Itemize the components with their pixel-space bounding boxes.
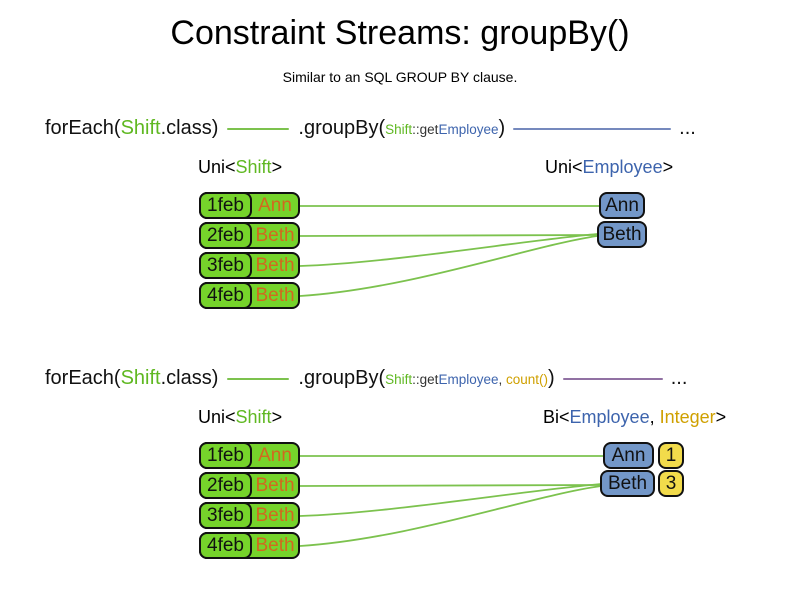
slide-subtitle: Similar to an SQL GROUP BY clause.: [282, 69, 518, 85]
shift-date-cell: 2feb: [199, 472, 252, 499]
code-line-groupby: forEach(Shift.class) .groupBy(Shift::get…: [45, 117, 696, 140]
connector-line: [299, 233, 598, 267]
shift-row: 4feb Beth: [199, 282, 300, 309]
uni-shift-label: Uni<Shift>: [198, 157, 283, 177]
shift-employee-cell: Beth: [255, 284, 295, 306]
arg-getter-token: ::get: [412, 372, 439, 387]
shift-row: 1feb Ann: [199, 442, 300, 469]
shift-date-cell: 4feb: [199, 532, 252, 559]
slide-title: Constraint Streams: groupBy(): [170, 14, 630, 52]
arg-employee-token: Employee: [438, 372, 499, 387]
stream-wire-green: [227, 377, 290, 380]
paren-close-token: ): [498, 117, 506, 139]
groupby-call: .groupBy(: [298, 367, 386, 389]
paren-close-token: ): [548, 367, 555, 389]
stream-wire-blue: [513, 127, 672, 130]
group-box-employee: Ann: [599, 192, 645, 219]
arg-getter-token: ::get: [412, 122, 439, 137]
shift-row: 4feb Beth: [199, 532, 300, 559]
shift-date-cell: 3feb: [199, 502, 252, 529]
group-box-count: 3: [658, 470, 684, 497]
connector-line: [299, 483, 602, 517]
group-box-employee: Ann: [603, 442, 654, 469]
shift-date-cell: 4feb: [199, 282, 252, 309]
shift-row: 2feb Beth: [199, 472, 300, 499]
class-close-token: .class): [160, 367, 219, 389]
foreach-call: forEach(: [45, 367, 121, 389]
foreach-call: forEach(: [45, 117, 121, 139]
shift-employee-cell: Beth: [255, 534, 295, 556]
shift-employee-cell: Ann: [258, 194, 292, 216]
shift-employee-cell: Beth: [255, 504, 295, 526]
shift-row: 3feb Beth: [199, 502, 300, 529]
shift-table-1: 1feb Ann 2feb Beth 3feb Beth 4feb Beth: [199, 192, 300, 312]
comma-token: ,: [498, 372, 506, 387]
class-close-token: .class): [160, 117, 219, 139]
group-box-employee: Beth: [597, 221, 647, 248]
ellipsis-token: ...: [679, 117, 696, 139]
group-box-count: 1: [658, 442, 684, 469]
arg-shift-token: Shift: [385, 122, 413, 137]
shift-employee-cell: Ann: [258, 444, 292, 466]
bi-employee-integer-label: Bi<Employee, Integer>: [543, 407, 727, 427]
shift-row: 3feb Beth: [199, 252, 300, 279]
connector-line: [299, 235, 598, 297]
groupby-call: .groupBy(: [298, 117, 386, 139]
shift-date-cell: 1feb: [199, 442, 252, 469]
connector-line: [299, 234, 598, 237]
shift-row: 2feb Beth: [199, 222, 300, 249]
arg-shift-token: Shift: [385, 372, 413, 387]
shift-employee-cell: Beth: [255, 224, 295, 246]
ellipsis-token: ...: [670, 367, 688, 389]
shift-employee-cell: Beth: [255, 254, 295, 276]
shift-date-cell: 3feb: [199, 252, 252, 279]
count-call-token: count(): [506, 372, 549, 387]
code-line-groupby-count: forEach(Shift.class) .groupBy(Shift::get…: [45, 367, 687, 390]
shift-employee-cell: Beth: [255, 474, 295, 496]
shift-row: 1feb Ann: [199, 192, 300, 219]
shift-table-2: 1feb Ann 2feb Beth 3feb Beth 4feb Beth: [199, 442, 300, 562]
uni-shift-label: Uni<Shift>: [198, 407, 283, 427]
shift-class-token: Shift: [120, 117, 161, 139]
shift-date-cell: 2feb: [199, 222, 252, 249]
group-box-employee: Beth: [600, 470, 655, 497]
arg-employee-token: Employee: [438, 122, 499, 137]
connector-line: [299, 485, 602, 547]
stream-wire-purple: [562, 377, 663, 380]
connector-line: [299, 484, 602, 487]
uni-employee-label: Uni<Employee>: [545, 157, 674, 177]
stream-wire-green: [227, 127, 290, 130]
shift-date-cell: 1feb: [199, 192, 252, 219]
shift-class-token: Shift: [120, 367, 161, 389]
